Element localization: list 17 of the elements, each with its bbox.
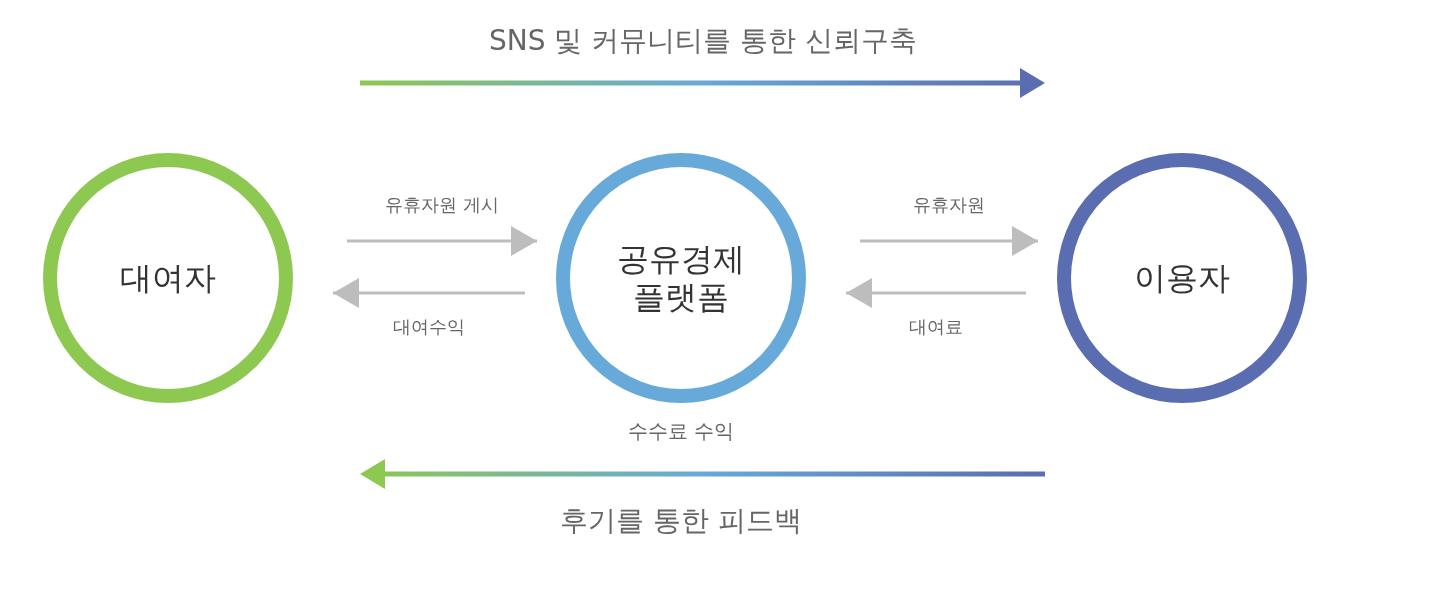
edge-label: 대여료 — [909, 315, 963, 339]
caption-text: 후기를 통한 피드백 — [560, 503, 802, 539]
arrow — [846, 278, 1026, 308]
arrow — [860, 226, 1038, 256]
edge-label: 유휴자원 — [913, 193, 985, 217]
caption-text: SNS 및 커뮤니티를 통한 신뢰구축 — [488, 23, 918, 59]
edge-label: 대여수익 — [393, 315, 465, 339]
node-caption: 수수료 수익 — [627, 418, 735, 445]
circle-node — [556, 153, 806, 403]
node-label: 대여자 — [120, 258, 216, 298]
edge-label: 유휴자원 게시 — [385, 193, 499, 217]
circle-node — [43, 153, 293, 403]
arrow — [347, 226, 537, 256]
arrow — [333, 278, 525, 308]
node-label: 공유경제 플랫폼 — [616, 239, 746, 317]
node-label: 이용자 — [1134, 258, 1230, 298]
circle-node — [1057, 153, 1307, 403]
